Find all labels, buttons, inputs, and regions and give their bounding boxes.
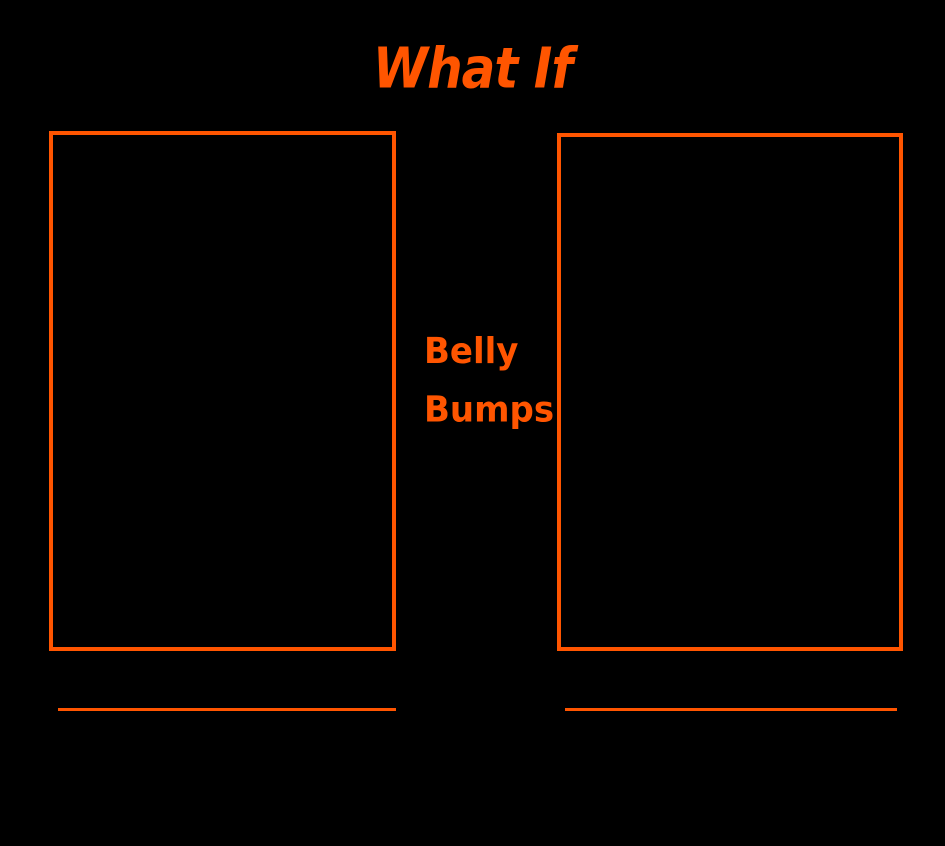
caption-right-rule bbox=[565, 708, 897, 711]
center-prompt-line-2: Bumps bbox=[424, 389, 555, 432]
panel-left-image-area[interactable] bbox=[49, 131, 396, 651]
page-title: What If bbox=[372, 36, 573, 101]
caption-left-rule bbox=[58, 708, 396, 711]
center-prompt-label: Belly Bumps bbox=[424, 322, 554, 440]
center-prompt-line-1: Belly bbox=[424, 330, 519, 373]
panel-right-image-area[interactable] bbox=[557, 133, 903, 651]
